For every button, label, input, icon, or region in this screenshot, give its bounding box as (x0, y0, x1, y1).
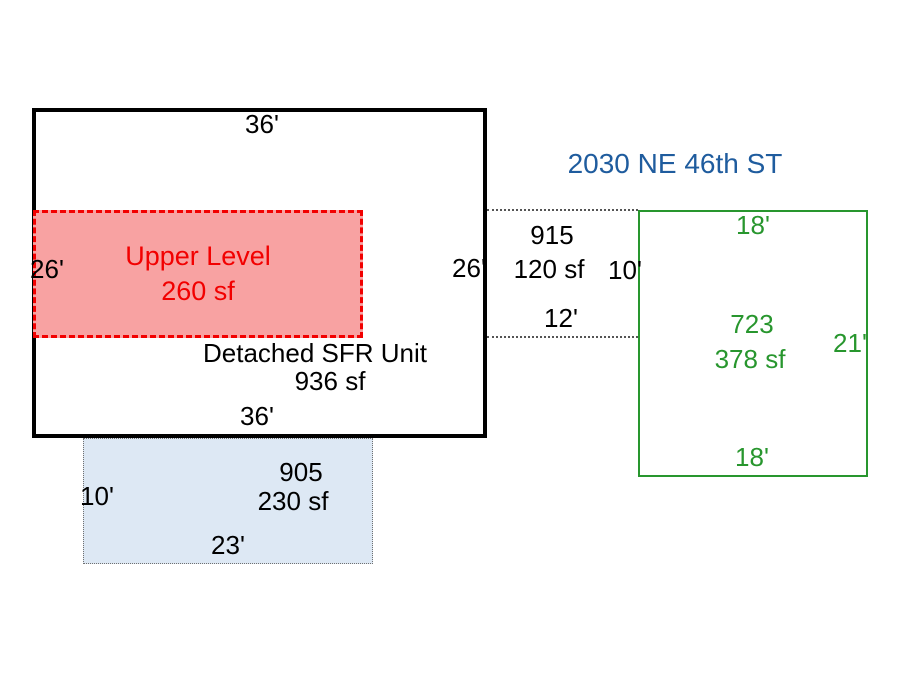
blue-dim-left: 10' (80, 481, 114, 511)
green-unit-id: 723 (730, 309, 774, 339)
main-building-label: Detached SFR Unit (203, 338, 427, 368)
main-dim-top: 36' (245, 109, 279, 139)
main-building-area: 936 sf (294, 366, 366, 396)
connector-area: 120 sf (513, 254, 585, 284)
main-dim-left: 26' (30, 254, 64, 284)
connector-dim-height: 10' (608, 255, 642, 285)
green-unit-area: 378 sf (714, 344, 786, 374)
blue-unit-area: 230 sf (257, 486, 329, 516)
upper-level-area: 260 sf (161, 276, 235, 306)
upper-level-label: Upper Level (125, 241, 271, 271)
connector-id: 915 (530, 220, 574, 250)
main-dim-bottom: 36' (240, 401, 274, 431)
green-dim-right: 21' (833, 328, 867, 358)
upper-level-overlay: Upper Level 260 sf (33, 210, 363, 338)
structure-723-outline (638, 210, 868, 477)
blue-dim-bottom: 23' (211, 530, 245, 560)
connector-dim-width: 12' (544, 303, 578, 333)
blue-unit-id: 905 (279, 457, 323, 487)
main-dim-right: 26' (452, 253, 486, 283)
connector-top-line (487, 209, 638, 211)
connector-bottom-line (487, 336, 638, 338)
green-dim-top: 18' (736, 210, 770, 240)
structure-905-outline (83, 438, 373, 564)
green-dim-bottom: 18' (735, 442, 769, 472)
street-address-title: 2030 NE 46th ST (567, 148, 783, 179)
